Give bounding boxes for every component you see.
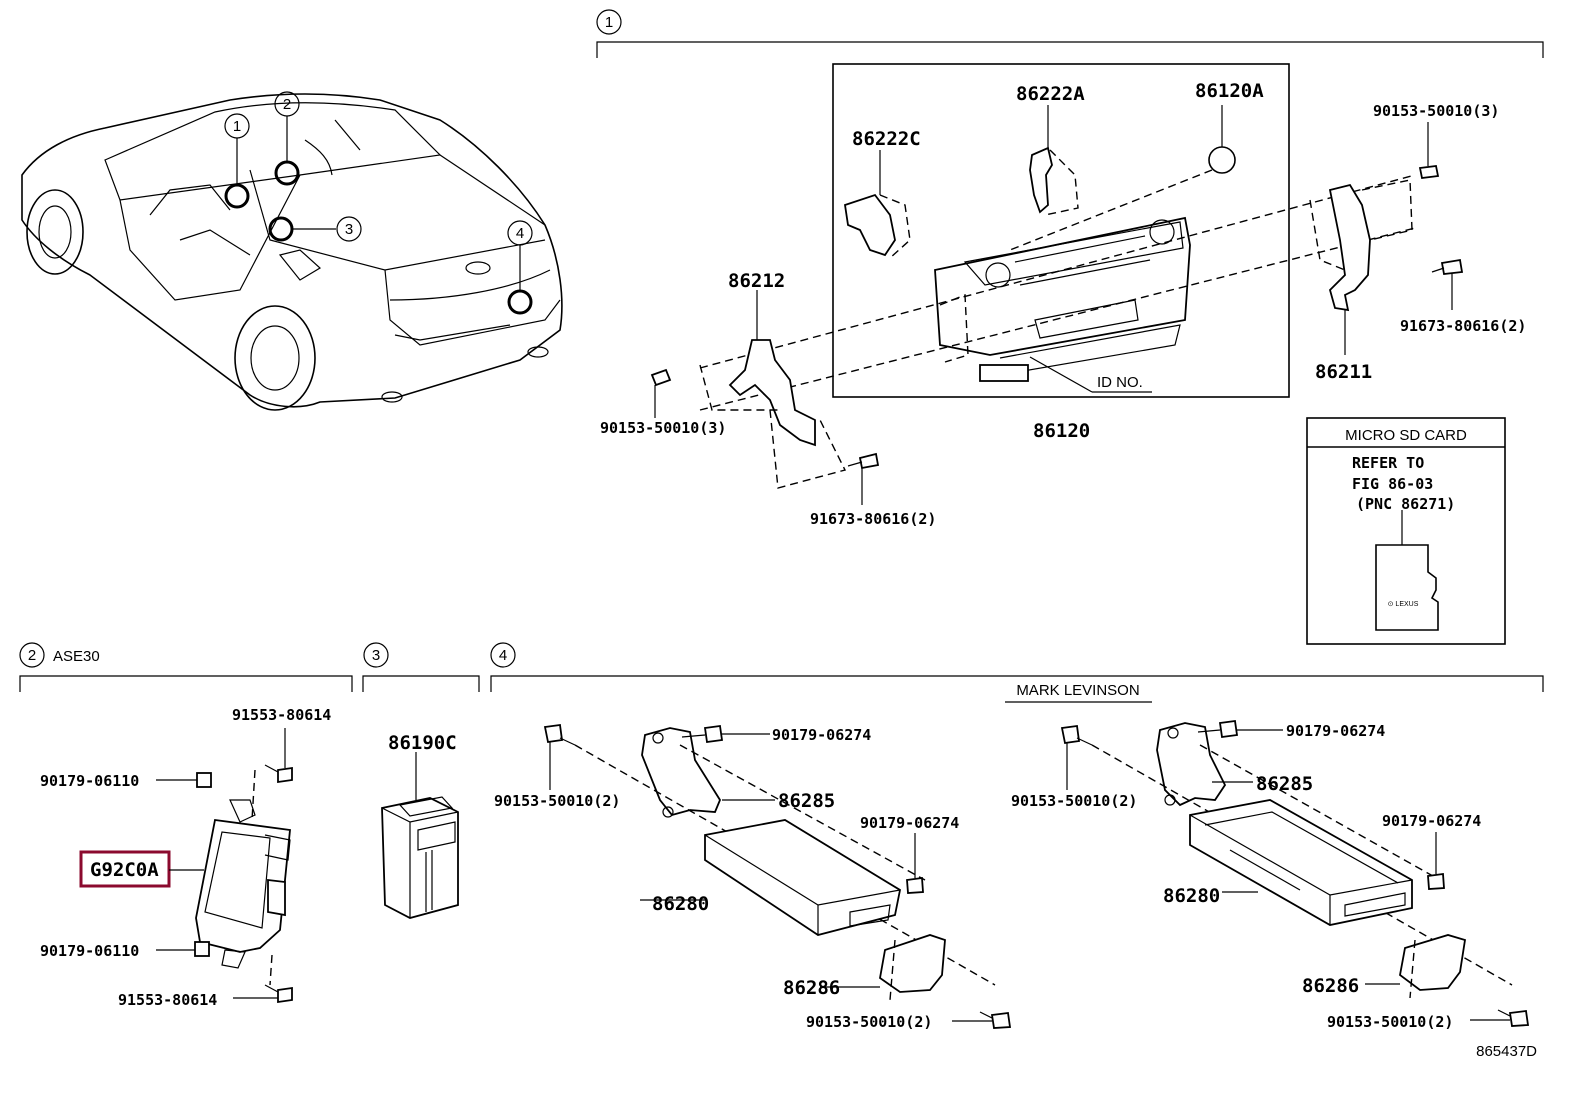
part-86120A: 86120A: [1195, 80, 1264, 102]
part-a-90153-50010-2-top: 90153-50010(2): [494, 792, 620, 810]
part-91673-80616-2-left: 91673-80616(2): [810, 510, 936, 528]
part-86211: 86211: [1315, 361, 1372, 383]
id-no-label: ID NO.: [1097, 374, 1143, 391]
section-2-label: ASE30: [53, 648, 100, 665]
car-callout-2: 2: [283, 96, 291, 113]
part-91673-80616-2-right: 91673-80616(2): [1400, 317, 1526, 335]
part-G92C0A[interactable]: G92C0A: [90, 859, 159, 881]
section-3: 3 86190C: [362, 642, 480, 919]
part-b-90179-06274-mid: 90179-06274: [1382, 812, 1481, 830]
part-a-90179-06274-top: 90179-06274: [772, 726, 871, 744]
micro-sd-refer-to: REFER TO: [1352, 454, 1424, 472]
part-90179-06110-top: 90179-06110: [40, 772, 139, 790]
section-1: 1 86222A 86120A 86222C ID NO.: [596, 9, 1544, 528]
section-1-number: 1: [605, 14, 613, 31]
car-callout-1: 1: [233, 118, 241, 135]
part-a-86286: 86286: [783, 977, 840, 999]
svg-text:⊙ LEXUS: ⊙ LEXUS: [1388, 601, 1419, 608]
part-90179-06110-bot: 90179-06110: [40, 942, 139, 960]
section-3-number: 3: [372, 647, 380, 664]
section-4-label: MARK LEVINSON: [1016, 682, 1139, 699]
part-a-90153-50010-2-bot: 90153-50010(2): [806, 1013, 932, 1031]
section-4-number: 4: [499, 647, 507, 664]
section-2-number: 2: [28, 647, 36, 664]
part-90153-50010-3-left: 90153-50010(3): [600, 419, 726, 437]
micro-sd-pnc: (PNC 86271): [1356, 495, 1455, 513]
micro-sd-title: MICRO SD CARD: [1345, 427, 1467, 444]
amplifier-variant-b: 90153-50010(2) 86285 90179-06274 86280: [1011, 719, 1530, 1031]
part-91553-80614-top: 91553-80614: [232, 706, 331, 724]
part-b-86280: 86280: [1163, 885, 1220, 907]
part-b-86285: 86285: [1256, 773, 1313, 795]
amplifier-variant-a: 90153-50010(2) 86285 90179-06274 86280: [494, 723, 1012, 1031]
car-callout-3: 3: [345, 221, 353, 238]
part-b-90153-50010-2-top: 90153-50010(2): [1011, 792, 1137, 810]
micro-sd-card-note: MICRO SD CARD REFER TO FIG 86-03 (PNC 86…: [1306, 417, 1506, 645]
part-b-86286: 86286: [1302, 975, 1359, 997]
part-b-90179-06274-top: 90179-06274: [1286, 722, 1385, 740]
part-86120: 86120: [1033, 420, 1090, 442]
part-86222C: 86222C: [852, 128, 921, 150]
micro-sd-fig: FIG 86-03: [1352, 475, 1433, 493]
part-86222A: 86222A: [1016, 83, 1085, 105]
part-b-90153-50010-2-bot: 90153-50010(2): [1327, 1013, 1453, 1031]
part-86190C: 86190C: [388, 732, 457, 754]
part-a-90179-06274-mid: 90179-06274: [860, 814, 959, 832]
car-callout-4: 4: [516, 225, 524, 242]
highlight-box-G92C0A: [79, 850, 171, 888]
part-90153-50010-3-right: 90153-50010(3): [1373, 102, 1499, 120]
section-4: 4 MARK LEVINSON 90153-50010(2) 86285 901…: [490, 642, 1544, 1031]
vehicle-illustration: 1 2 3 4: [21, 91, 563, 411]
part-86212: 86212: [728, 270, 785, 292]
part-a-86280: 86280: [652, 893, 709, 915]
part-a-86285: 86285: [778, 790, 835, 812]
part-91553-80614-bot: 91553-80614: [118, 991, 217, 1009]
section-2: 2 ASE30 90179-06110 91553-80614 90179-06…: [19, 642, 353, 1009]
figure-code: 865437D: [1476, 1043, 1537, 1060]
